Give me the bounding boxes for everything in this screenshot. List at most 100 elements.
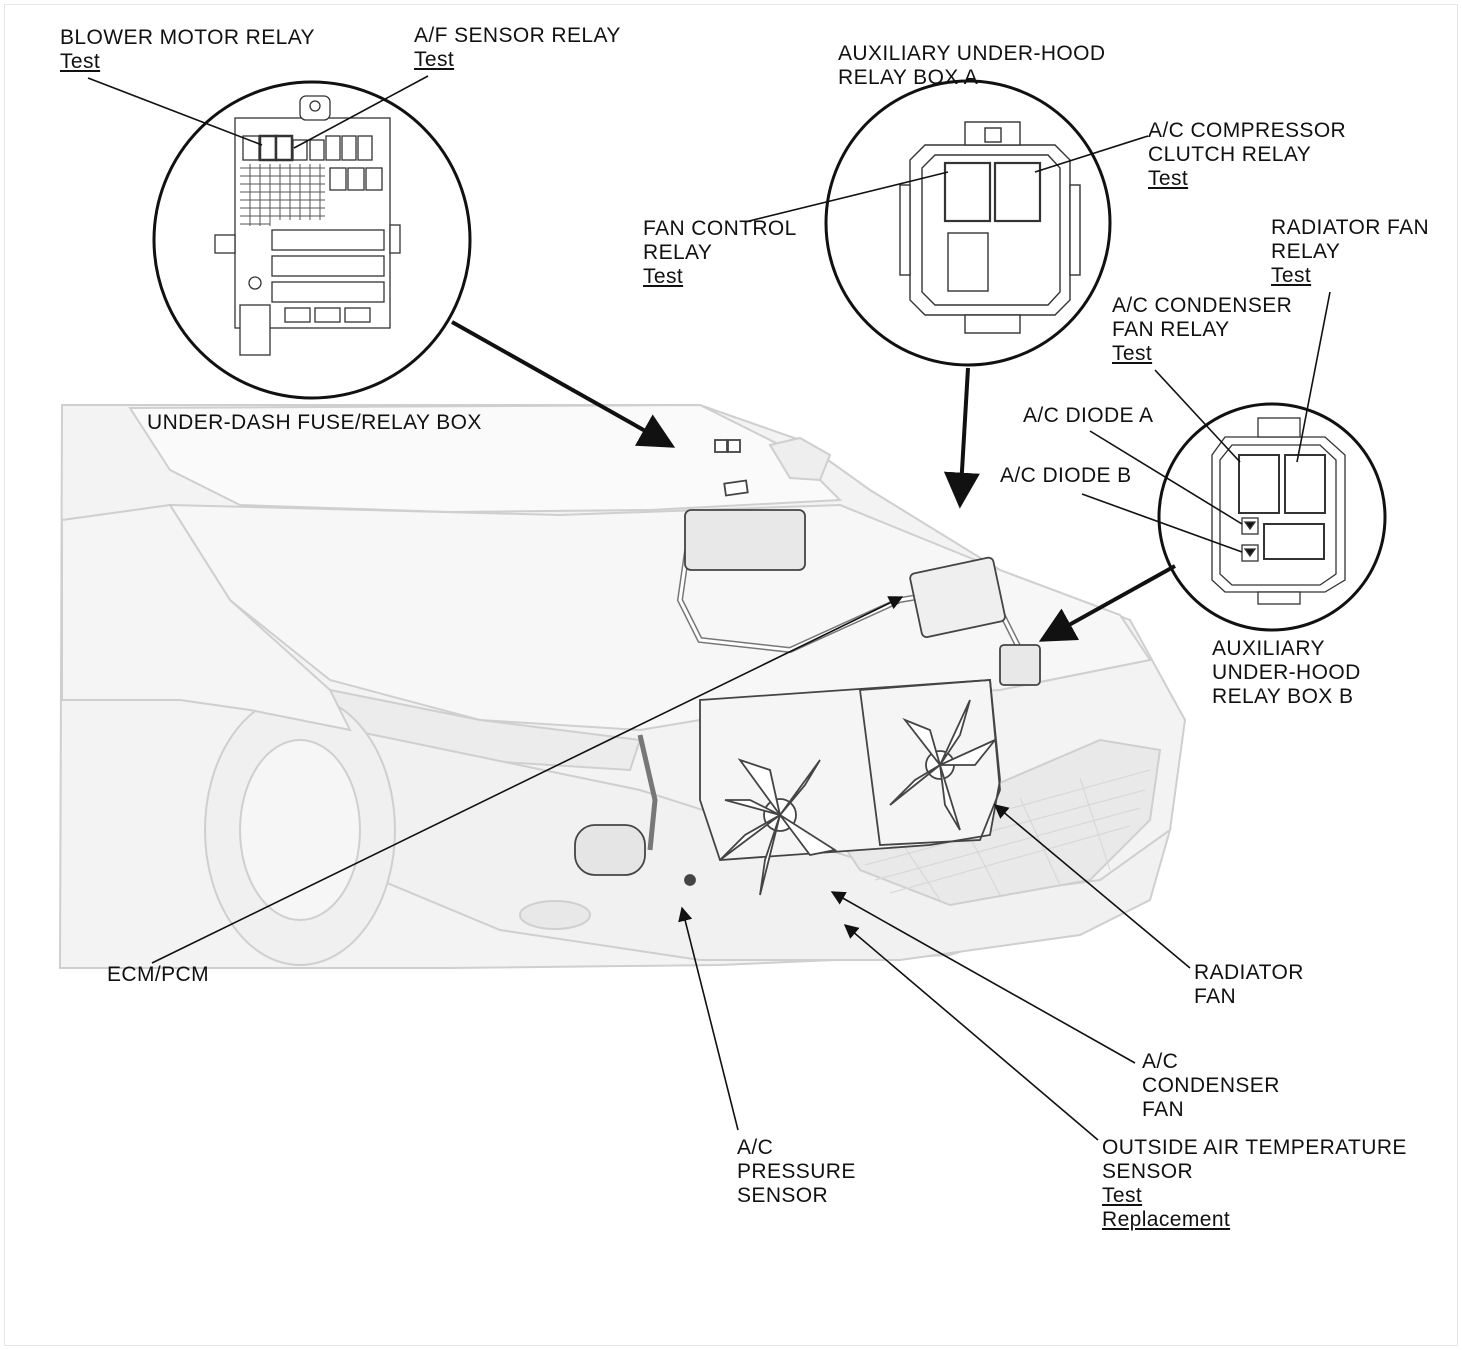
leader-radiator-fan <box>993 804 1191 969</box>
leader-ac-condenser-fan-relay <box>1154 369 1241 463</box>
grille-mesh <box>859 769 1151 901</box>
label-aux-box-a: AUXILIARY UNDER-HOOD RELAY BOX A <box>838 42 1105 90</box>
label-blower-motor-relay: BLOWER MOTOR RELAY Test <box>60 26 315 74</box>
aux-box-b-detail-circle <box>1157 402 1387 632</box>
ac-pipe <box>637 734 658 851</box>
ac-compressor-clutch-relay-test-link[interactable]: Test <box>1148 167 1189 190</box>
aux-box-b-line2: UNDER-HOOD <box>1212 661 1361 684</box>
ac-condenser-fan-line1: A/C <box>1142 1050 1179 1073</box>
label-ecm-pcm: ECM/PCM <box>107 963 209 986</box>
aux-box-a-line2: RELAY BOX A <box>838 66 979 89</box>
label-ac-diode-a: A/C DIODE A <box>1023 404 1154 427</box>
arrow-under-dash-box <box>451 320 676 448</box>
relay-box-b-drawing <box>1211 417 1346 605</box>
label-outside-air-temperature-sensor: OUTSIDE AIR TEMPERATURE SENSOR Test Repl… <box>1102 1136 1407 1232</box>
ac-condenser-fan-relay-line1: A/C CONDENSER <box>1112 294 1293 317</box>
ac-pressure-sensor-part <box>684 874 696 886</box>
ac-pressure-sensor-line1: A/C <box>737 1136 774 1159</box>
label-radiator-fan-relay: RADIATOR FAN RELAY Test <box>1271 216 1429 288</box>
arrow-aux-box-a <box>943 367 980 509</box>
blower-motor-relay-slot <box>258 134 278 162</box>
radiator-fan-relay-slot <box>1284 454 1326 514</box>
ac-condenser-fan-relay-slot <box>1238 454 1280 514</box>
label-ac-condenser-fan-relay: A/C CONDENSER FAN RELAY Test <box>1112 294 1292 366</box>
radiator-fan-line2: FAN <box>1194 985 1237 1008</box>
radiator-fan-relay-line2: RELAY <box>1271 240 1341 263</box>
ac-compressor-clutch-relay-slot <box>993 161 1042 223</box>
blower-motor-relay-title: BLOWER MOTOR RELAY <box>60 26 315 49</box>
ac-compressor-clutch-relay-line2: CLUTCH RELAY <box>1148 143 1312 166</box>
ac-pressure-sensor-line2: PRESSURE <box>737 1160 856 1183</box>
aux-box-b-line1: AUXILIARY <box>1212 637 1325 660</box>
arrow-aux-box-b <box>1038 564 1176 642</box>
ac-condenser-fan-relay-test-link[interactable]: Test <box>1112 342 1153 365</box>
front-wheel-rim <box>239 739 361 921</box>
condenser-fan-blades <box>719 758 838 896</box>
label-af-sensor-relay: A/F SENSOR RELAY Test <box>414 24 621 72</box>
outside-air-temp-sensor-line1: OUTSIDE AIR TEMPERATURE <box>1102 1136 1407 1159</box>
radiator-fan-relay-test-link[interactable]: Test <box>1271 264 1312 287</box>
under-dash-detail-circle <box>152 80 472 400</box>
radiator-frame <box>858 679 1001 846</box>
ac-compressor <box>574 824 646 876</box>
af-sensor-relay-test-link[interactable]: Test <box>414 48 455 71</box>
hood <box>168 503 1152 732</box>
blower-motor-relay-test-link[interactable]: Test <box>60 50 101 73</box>
under-dash-box-marker-a <box>714 439 728 453</box>
af-sensor-relay-slot <box>274 134 294 162</box>
fuse-box-drawing <box>214 95 401 356</box>
ac-condenser-fan-line3: FAN <box>1142 1098 1185 1121</box>
label-ac-compressor-clutch-relay: A/C COMPRESSOR CLUTCH RELAY Test <box>1148 119 1346 191</box>
ac-pressure-sensor-line3: SENSOR <box>737 1184 829 1207</box>
fan-control-relay-test-link[interactable]: Test <box>643 265 684 288</box>
fuse-grid <box>240 164 325 226</box>
leader-ecm-pcm <box>151 596 904 964</box>
ac-compressor-clutch-relay-line1: A/C COMPRESSOR <box>1148 119 1347 142</box>
label-aux-box-b: AUXILIARY UNDER-HOOD RELAY BOX B <box>1212 637 1361 709</box>
outside-air-temp-sensor-line2: SENSOR <box>1102 1160 1194 1183</box>
aux-box-b-unit <box>999 644 1041 686</box>
mirror <box>768 436 832 482</box>
label-ac-condenser-fan: A/C CONDENSER FAN <box>1142 1050 1280 1122</box>
fan-control-relay-line2: RELAY <box>643 241 713 264</box>
ecm-pcm-module <box>909 556 1006 638</box>
ac-condenser-fan-relay-line2: FAN RELAY <box>1112 318 1230 341</box>
aux-box-a-line1: AUXILIARY UNDER-HOOD <box>838 42 1106 65</box>
fan-control-relay-line1: FAN CONTROL <box>643 217 797 240</box>
car-illustration <box>58 403 1187 969</box>
label-radiator-fan: RADIATOR FAN <box>1194 961 1304 1009</box>
fog-light <box>519 900 591 930</box>
outside-air-temp-sensor-replacement-link[interactable]: Replacement <box>1102 1208 1231 1231</box>
outside-air-temp-sensor-test-link[interactable]: Test <box>1102 1184 1143 1207</box>
aux-box-b-line3: RELAY BOX B <box>1212 685 1354 708</box>
leader-ac-pressure-sensor <box>678 906 739 1131</box>
aux-box-a-marker <box>723 479 749 497</box>
af-sensor-relay-title: A/F SENSOR RELAY <box>414 24 621 47</box>
ac-condenser-fan-line2: CONDENSER <box>1142 1074 1280 1097</box>
under-dash-module <box>684 509 806 571</box>
leader-lines <box>87 75 1331 1141</box>
radiator-fan-line1: RADIATOR <box>1194 961 1304 984</box>
label-fan-control-relay: FAN CONTROL RELAY Test <box>643 217 797 289</box>
leader-outside-air-temp-sensor <box>843 924 1099 1141</box>
under-dash-box-marker-b <box>727 439 741 453</box>
leader-ac-compressor-clutch-relay <box>1034 135 1149 173</box>
grille <box>838 738 1162 907</box>
leader-ac-condenser-fan <box>830 891 1136 1064</box>
leader-ac-diode-a <box>1089 430 1243 525</box>
fan-control-relay-slot <box>943 161 992 223</box>
label-under-dash-fuse-relay-box: UNDER-DASH FUSE/RELAY BOX <box>147 411 482 434</box>
leader-ac-diode-b <box>1081 493 1243 553</box>
radiator-fan-relay-line1: RADIATOR FAN <box>1271 216 1430 239</box>
leader-fan-control-relay <box>744 171 949 223</box>
leader-radiator-fan-relay <box>1296 291 1331 463</box>
label-ac-pressure-sensor: A/C PRESSURE SENSOR <box>737 1136 856 1208</box>
aux-box-a-detail-circle <box>824 79 1112 367</box>
location-arrows <box>451 320 1176 642</box>
radiator-shroud <box>699 679 1001 861</box>
radiator-fan-blades <box>889 699 996 831</box>
engine-bay-components <box>574 439 1041 896</box>
front-fender <box>61 503 352 732</box>
